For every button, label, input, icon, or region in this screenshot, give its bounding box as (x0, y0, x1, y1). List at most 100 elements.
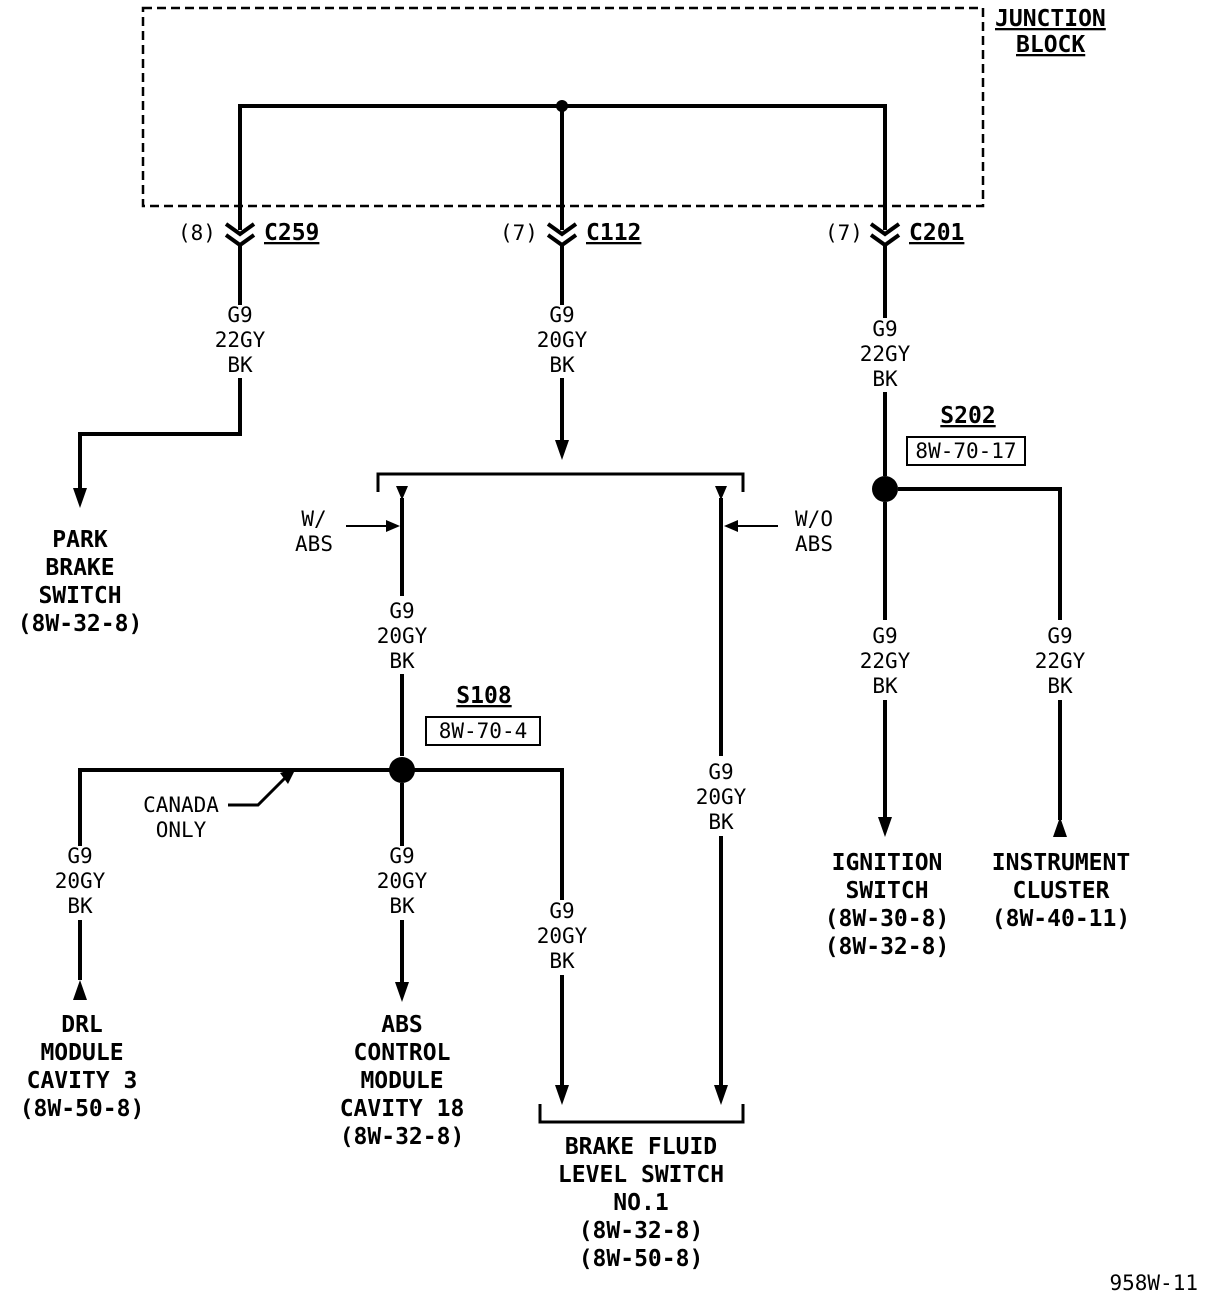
svg-text:SWITCH: SWITCH (38, 583, 121, 609)
without-abs-label-1: W/O (795, 507, 833, 531)
svg-text:22GY: 22GY (215, 328, 266, 352)
svg-text:20GY: 20GY (55, 869, 106, 893)
svg-text:CAVITY 18: CAVITY 18 (340, 1096, 465, 1122)
s108-ref: 8W-70-4 (439, 719, 528, 743)
with-abs-label-2: ABS (295, 532, 333, 556)
svg-text:CLUSTER: CLUSTER (1013, 878, 1110, 904)
svg-text:MODULE: MODULE (360, 1068, 443, 1094)
svg-text:BK: BK (549, 949, 575, 973)
svg-text:(8W-40-11): (8W-40-11) (992, 906, 1130, 932)
svg-text:20GY: 20GY (377, 624, 428, 648)
s202-ref-box (906, 436, 1026, 466)
drl-wire-code: G9 20GY BK (55, 844, 106, 918)
svg-text:PARK: PARK (52, 527, 108, 553)
canada-pointer (228, 773, 290, 807)
canada-label-2: ONLY (156, 818, 207, 842)
cluster-wire (898, 487, 1062, 620)
svg-text:20GY: 20GY (696, 785, 747, 809)
instrument-cluster-label: INSTRUMENT CLUSTER (8W-40-11) (992, 850, 1130, 932)
svg-text:BK: BK (67, 894, 93, 918)
brake-fluid-wire-code: G9 20GY BK (537, 899, 588, 973)
drl-wire (78, 768, 390, 846)
without-abs-end-arrow (714, 1085, 728, 1105)
svg-text:IGNITION: IGNITION (832, 850, 943, 876)
park-brake-switch-label: PARK BRAKE SWITCH (8W-32-8) (18, 527, 143, 637)
svg-text:DRL: DRL (61, 1012, 103, 1038)
abs-control-module-label: ABS CONTROL MODULE CAVITY 18 (8W-32-8) (340, 1012, 465, 1150)
brake-fluid-switch-label: BRAKE FLUID LEVEL SWITCH NO.1 (8W-32-8) … (558, 1134, 724, 1272)
c112-wire-code: G9 20GY BK (537, 303, 588, 377)
svg-text:SWITCH: SWITCH (845, 878, 928, 904)
s202-name: S202 (940, 403, 995, 429)
figure-id: 958W-11 (1109, 1271, 1198, 1295)
ignition-arrow (878, 817, 892, 837)
without-abs-label-2: ABS (795, 532, 833, 556)
svg-text:(8W-50-8): (8W-50-8) (20, 1096, 145, 1122)
svg-text:BRAKE: BRAKE (45, 555, 114, 581)
svg-text:G9: G9 (872, 317, 897, 341)
svg-text:(8W-32-8): (8W-32-8) (18, 611, 143, 637)
option-bracket (376, 472, 745, 492)
svg-text:(8W-32-8): (8W-32-8) (579, 1218, 704, 1244)
svg-text:BK: BK (708, 810, 734, 834)
svg-text:22GY: 22GY (860, 342, 911, 366)
park-brake-wire-code: G9 22GY BK (215, 303, 266, 377)
c112-arrow (555, 440, 569, 460)
svg-text:G9: G9 (872, 624, 897, 648)
ignition-wire-code: G9 22GY BK (860, 624, 911, 698)
svg-text:CAVITY 3: CAVITY 3 (27, 1068, 138, 1094)
abs-module-wire-code: G9 20GY BK (377, 844, 428, 918)
svg-text:NO.1: NO.1 (613, 1190, 668, 1216)
svg-text:G9: G9 (708, 760, 733, 784)
svg-text:G9: G9 (389, 844, 414, 868)
park-brake-wire-lower (78, 378, 242, 492)
canada-label-1: CANADA (143, 793, 219, 817)
abs-module-arrow (395, 982, 409, 1002)
s108-ref-box (425, 716, 541, 746)
park-brake-arrow (73, 488, 87, 508)
with-abs-label-1: W/ (301, 507, 326, 531)
brake-fluid-wire (414, 768, 564, 900)
svg-text:LEVEL SWITCH: LEVEL SWITCH (558, 1162, 724, 1188)
svg-text:G9: G9 (549, 303, 574, 327)
ignition-switch-label: IGNITION SWITCH (8W-30-8) (8W-32-8) (825, 850, 950, 960)
svg-text:BK: BK (389, 894, 415, 918)
cluster-wire-code: G9 22GY BK (1035, 624, 1086, 698)
junction-block-label-1: JUNCTION (995, 6, 1106, 32)
svg-text:(8W-30-8): (8W-30-8) (825, 906, 950, 932)
canada-pointer-head (280, 768, 296, 784)
svg-text:(8W-50-8): (8W-50-8) (579, 1246, 704, 1272)
svg-text:20GY: 20GY (537, 328, 588, 352)
c201-wire-code: G9 22GY BK (860, 317, 911, 391)
svg-text:20GY: 20GY (537, 924, 588, 948)
svg-text:G9: G9 (389, 599, 414, 623)
s202-ref: 8W-70-17 (915, 439, 1016, 463)
c201-pin: (7) (825, 221, 863, 245)
svg-text:(8W-32-8): (8W-32-8) (825, 934, 950, 960)
svg-text:20GY: 20GY (377, 869, 428, 893)
svg-text:BK: BK (549, 353, 575, 377)
c259-name: C259 (264, 220, 319, 246)
svg-text:INSTRUMENT: INSTRUMENT (992, 850, 1130, 876)
svg-text:G9: G9 (227, 303, 252, 327)
svg-text:BK: BK (227, 353, 253, 377)
with-abs-arrow-head (396, 486, 408, 500)
cluster-end-arrow (1053, 817, 1067, 837)
s108-name: S108 (456, 683, 511, 709)
c259-pin: (8) (178, 221, 216, 245)
svg-text:BK: BK (872, 367, 898, 391)
svg-text:ABS: ABS (381, 1012, 423, 1038)
svg-text:G9: G9 (1047, 624, 1072, 648)
junction-block-label-2: BLOCK (1016, 32, 1085, 58)
drl-module-label: DRL MODULE CAVITY 3 (8W-50-8) (20, 1012, 145, 1122)
svg-text:BK: BK (872, 674, 898, 698)
svg-text:BK: BK (389, 649, 415, 673)
with-abs-pointer-head (386, 520, 400, 532)
brake-fluid-arrow (555, 1085, 569, 1105)
svg-text:(8W-32-8): (8W-32-8) (340, 1124, 465, 1150)
svg-text:CONTROL: CONTROL (354, 1040, 451, 1066)
svg-text:BK: BK (1047, 674, 1073, 698)
svg-text:22GY: 22GY (1035, 649, 1086, 673)
without-abs-arrow-head (715, 486, 727, 500)
